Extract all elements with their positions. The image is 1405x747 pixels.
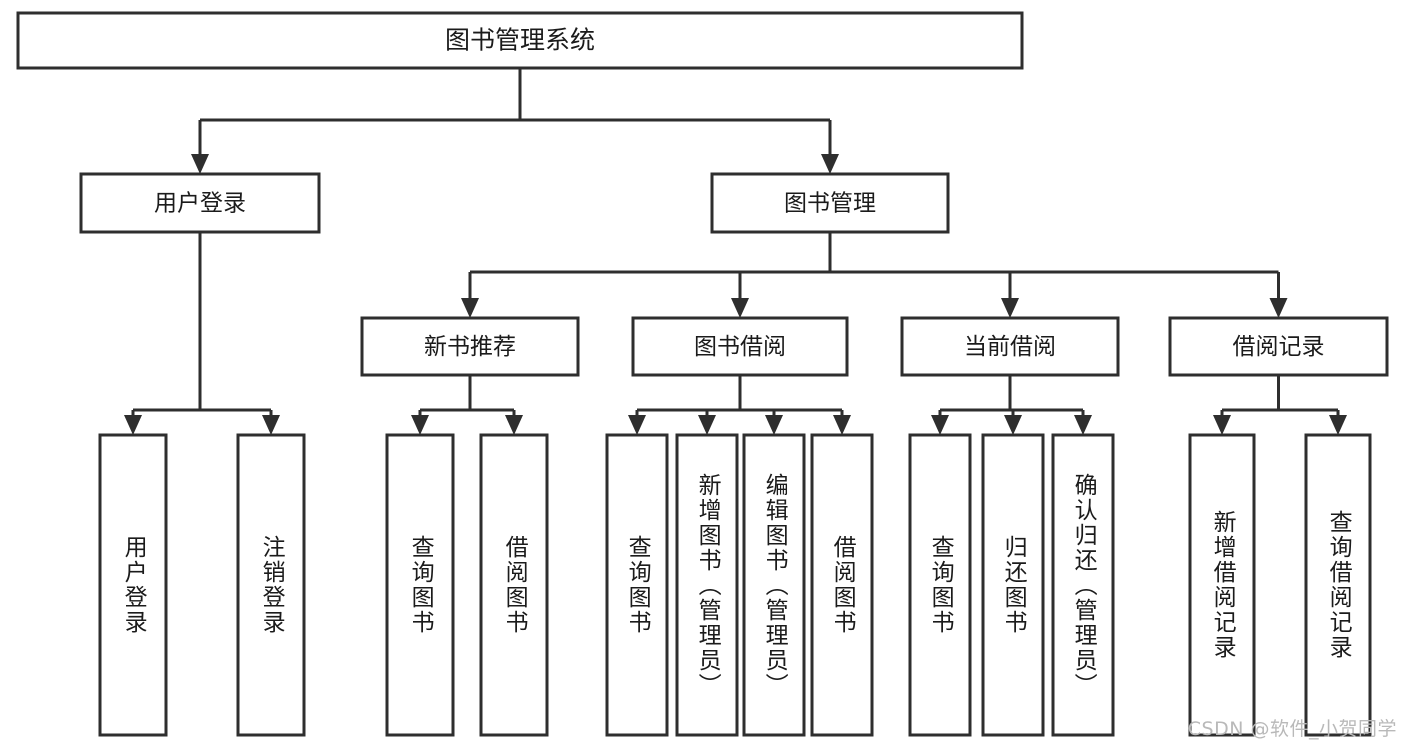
arrow-head-icon: [821, 154, 839, 174]
arrow-head-icon: [833, 415, 851, 435]
node-box[interactable]: [710, 172, 950, 234]
node-leaf-edit-book-admin[interactable]: [742, 433, 806, 737]
node-label: 当前借阅: [964, 334, 1056, 360]
node-box[interactable]: [1051, 433, 1115, 737]
node-leaf-query-record[interactable]: [1304, 433, 1372, 737]
node-box[interactable]: [79, 172, 321, 234]
node-book-manage[interactable]: 图书管理: [710, 172, 950, 234]
node-box[interactable]: [1168, 316, 1389, 377]
node-leaf-logout[interactable]: [236, 433, 306, 737]
node-box[interactable]: [631, 316, 849, 377]
node-leaf-query-book-rec[interactable]: [385, 433, 455, 737]
node-box[interactable]: [16, 11, 1024, 70]
arrow-head-icon: [1001, 298, 1019, 318]
arrow-head-icon: [765, 415, 783, 435]
arrow-head-icon: [191, 154, 209, 174]
arrow-head-icon: [262, 415, 280, 435]
arrow-head-icon: [1004, 415, 1022, 435]
arrow-head-icon: [1329, 415, 1347, 435]
node-box[interactable]: [236, 433, 306, 737]
node-new-book-recommend[interactable]: 新书推荐: [360, 316, 580, 377]
node-box[interactable]: [981, 433, 1045, 737]
node-label: 图书管理系统: [445, 26, 595, 55]
node-box[interactable]: [360, 316, 580, 377]
node-current-borrow[interactable]: 当前借阅: [900, 316, 1120, 377]
connector-layer: [124, 68, 1347, 435]
node-label: 借阅记录: [1233, 334, 1325, 360]
node-box[interactable]: [1304, 433, 1372, 737]
arrow-head-icon: [505, 415, 523, 435]
node-box[interactable]: [1188, 433, 1256, 737]
arrow-head-icon: [411, 415, 429, 435]
node-leaf-query-book-cur[interactable]: [908, 433, 972, 737]
node-box[interactable]: [810, 433, 874, 737]
node-box[interactable]: [742, 433, 806, 737]
node-box[interactable]: [479, 433, 549, 737]
arrow-head-icon: [931, 415, 949, 435]
arrow-head-icon: [698, 415, 716, 435]
node-leaf-borrow-book[interactable]: [810, 433, 874, 737]
arrow-head-icon: [731, 298, 749, 318]
arrow-head-icon: [1269, 298, 1288, 318]
node-leaf-add-record[interactable]: [1188, 433, 1256, 737]
arrow-head-icon: [1074, 415, 1092, 435]
node-leaf-add-book-admin[interactable]: [675, 433, 739, 737]
node-leaf-user-login[interactable]: [98, 433, 168, 737]
node-box[interactable]: [675, 433, 739, 737]
node-label: 图书借阅: [694, 334, 786, 360]
node-borrow-record[interactable]: 借阅记录: [1168, 316, 1389, 377]
arrow-head-icon: [628, 415, 646, 435]
node-leaf-confirm-return-admin[interactable]: [1051, 433, 1115, 737]
node-box[interactable]: [385, 433, 455, 737]
node-book-borrow[interactable]: 图书借阅: [631, 316, 849, 377]
node-leaf-borrow-book-rec[interactable]: [479, 433, 549, 737]
node-label: 用户登录: [154, 191, 246, 217]
node-label: 新书推荐: [424, 334, 516, 360]
node-user-login[interactable]: 用户登录: [79, 172, 321, 234]
node-root[interactable]: 图书管理系统: [16, 11, 1024, 70]
arrow-head-icon: [461, 298, 479, 318]
arrow-head-icon: [124, 415, 142, 435]
node-box[interactable]: [900, 316, 1120, 377]
node-box[interactable]: [605, 433, 669, 737]
node-box[interactable]: [908, 433, 972, 737]
node-leaf-return-book[interactable]: [981, 433, 1045, 737]
arrow-head-icon: [1213, 415, 1231, 435]
node-leaf-query-book-borrow[interactable]: [605, 433, 669, 737]
node-label: 图书管理: [784, 191, 876, 217]
node-box[interactable]: [98, 433, 168, 737]
